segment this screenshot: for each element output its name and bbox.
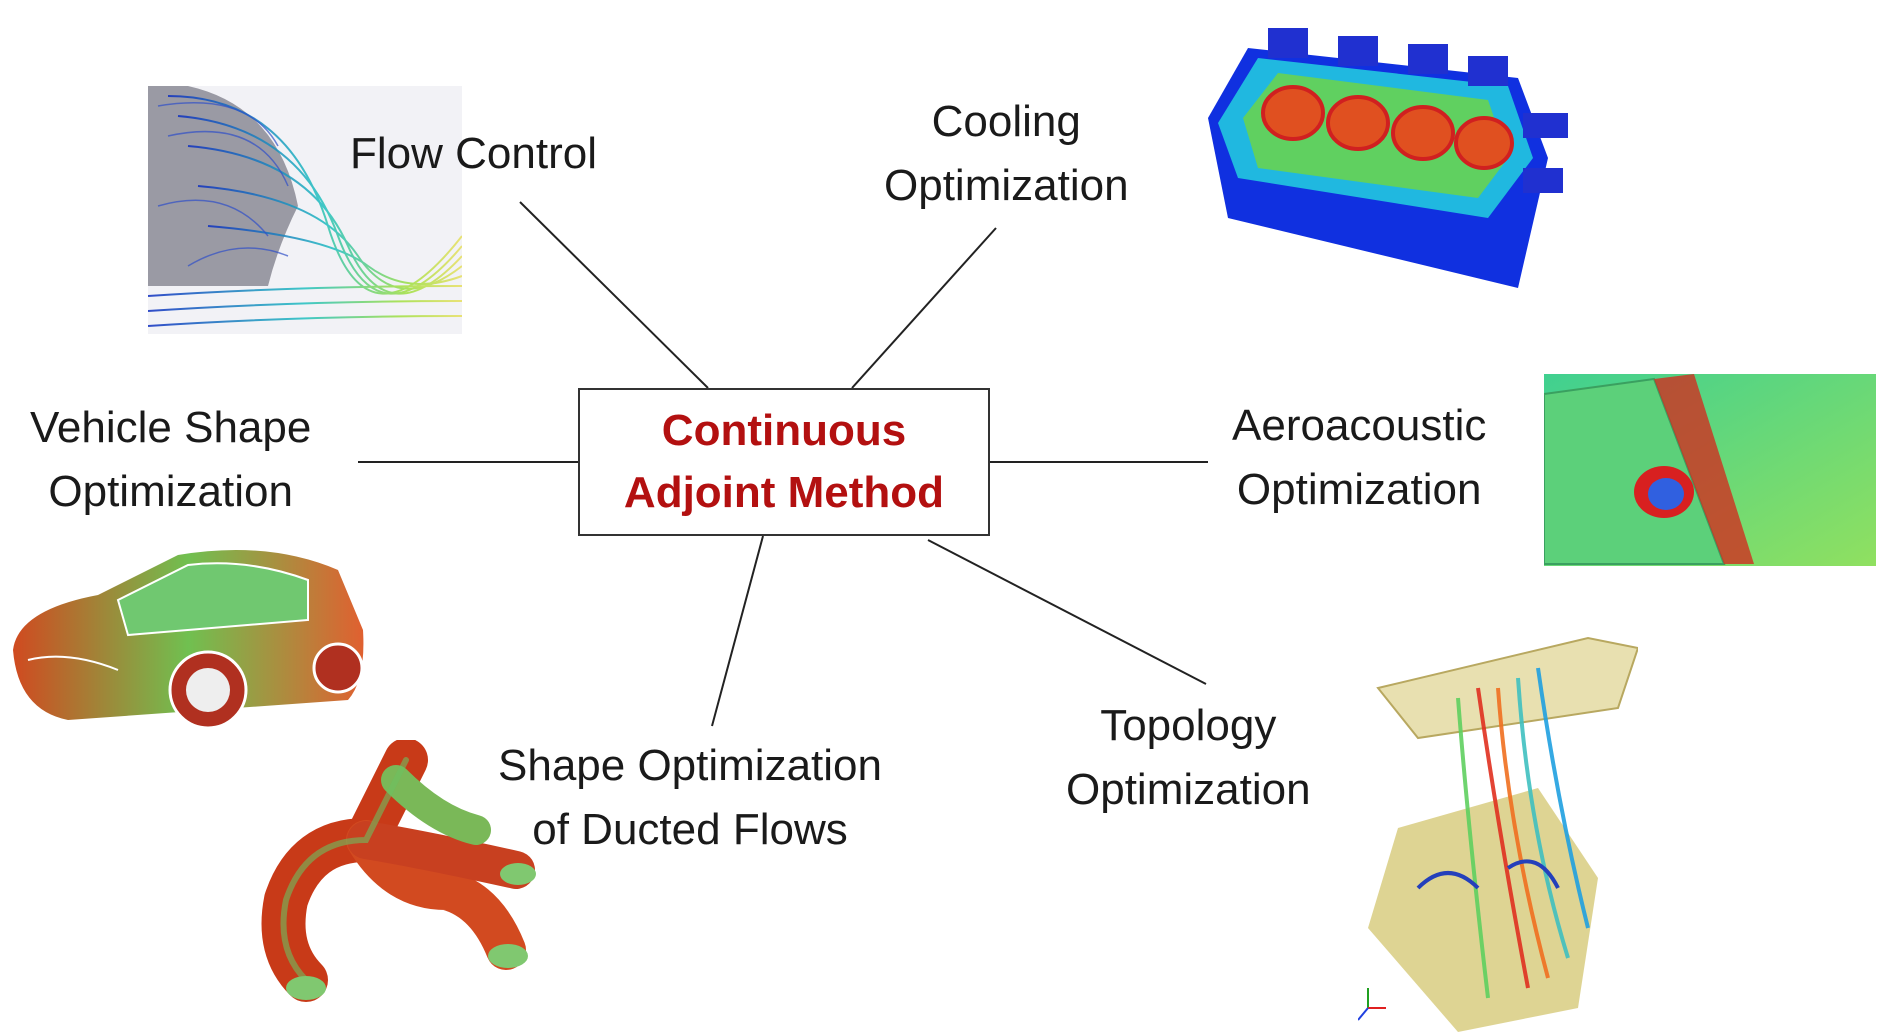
label-aeroacoustic-line1: Aeroacoustic (1232, 401, 1487, 450)
connector-ducted-flows (711, 535, 764, 727)
label-topology: Topology Optimization (1066, 694, 1311, 822)
connector-topology (927, 539, 1207, 685)
duct-topology-render (1358, 636, 1638, 1032)
label-ducted-flows: Shape Optimization of Ducted Flows (498, 734, 882, 862)
label-vehicle-shape-line2: Optimization (48, 467, 293, 516)
streamlines-render (148, 86, 462, 334)
label-ducted-flows-line2: of Ducted Flows (532, 805, 848, 854)
engine-block-render (1208, 28, 1568, 288)
label-vehicle-shape: Vehicle Shape Optimization (30, 396, 311, 524)
car-sensitivity-render (13, 550, 364, 730)
label-topology-line2: Optimization (1066, 765, 1311, 814)
label-flow-control-line1: Flow Control (350, 129, 597, 178)
central-concept-line1: Continuous (661, 406, 907, 455)
connector-flow-control (519, 201, 709, 389)
exhaust-manifold-render (261, 740, 536, 1002)
label-ducted-flows-line1: Shape Optimization (498, 741, 882, 790)
label-vehicle-shape-line1: Vehicle Shape (30, 403, 312, 452)
label-aeroacoustic-line2: Optimization (1236, 465, 1482, 514)
label-cooling: Cooling Optimization (884, 90, 1129, 218)
central-concept-line2: Adjoint Method (623, 468, 945, 517)
label-aeroacoustic: Aeroacoustic Optimization (1232, 394, 1486, 522)
label-cooling-line1: Cooling (931, 97, 1081, 146)
central-concept-box: Continuous Adjoint Method (578, 388, 990, 536)
label-topology-line1: Topology (1100, 701, 1277, 750)
label-cooling-line2: Optimization (884, 161, 1129, 210)
side-mirror-render (1544, 374, 1876, 566)
label-flow-control: Flow Control (350, 122, 597, 186)
connector-cooling (851, 227, 997, 389)
